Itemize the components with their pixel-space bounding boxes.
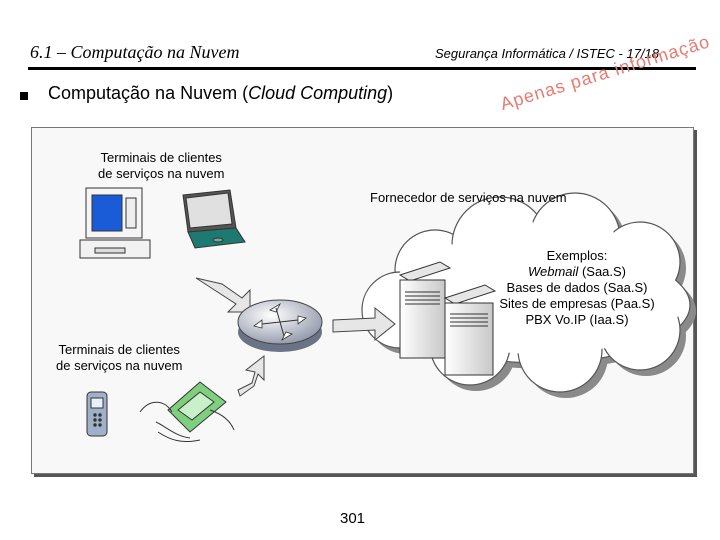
router-icon [237,299,323,352]
section-title: 6.1 – Computação na Nuvem [30,42,240,62]
provider-label: Fornecedor de serviços na nuvem [370,190,567,205]
server-rack-icon [398,261,497,376]
arrow-up-right-icon [237,354,265,397]
arrow-down-right-icon [195,277,251,313]
desktop-computer-icon [79,187,151,259]
example-item: Bases de dados (Saa.S) [506,280,648,295]
page-number: 301 [340,510,366,527]
example-item: Webmail (Saa.S) [527,264,627,279]
example-item: PBX Vo.IP (Iaa.S) [525,312,629,327]
examples-list: Exemplos: Webmail (Saa.S) Bases de dados… [495,248,659,328]
pda-icon [139,381,235,443]
header-divider [28,67,696,70]
bullet-square-icon [20,92,28,100]
course-info: Segurança Informática / ISTEC - 17/18 [435,46,659,61]
clients-bottom-label: Terminais de clientes de serviços na nuv… [56,342,183,373]
arrow-right-icon [332,306,396,342]
example-item: Sites de empresas (Paa.S) [499,296,655,311]
clients-top-label: Terminais de clientes de serviços na nuv… [98,150,225,181]
slide-title: Computação na Nuvem (Cloud Computing) [48,83,394,103]
laptop-icon [182,189,246,249]
mobile-phone-icon [86,391,108,437]
examples-title: Exemplos: [546,248,608,263]
